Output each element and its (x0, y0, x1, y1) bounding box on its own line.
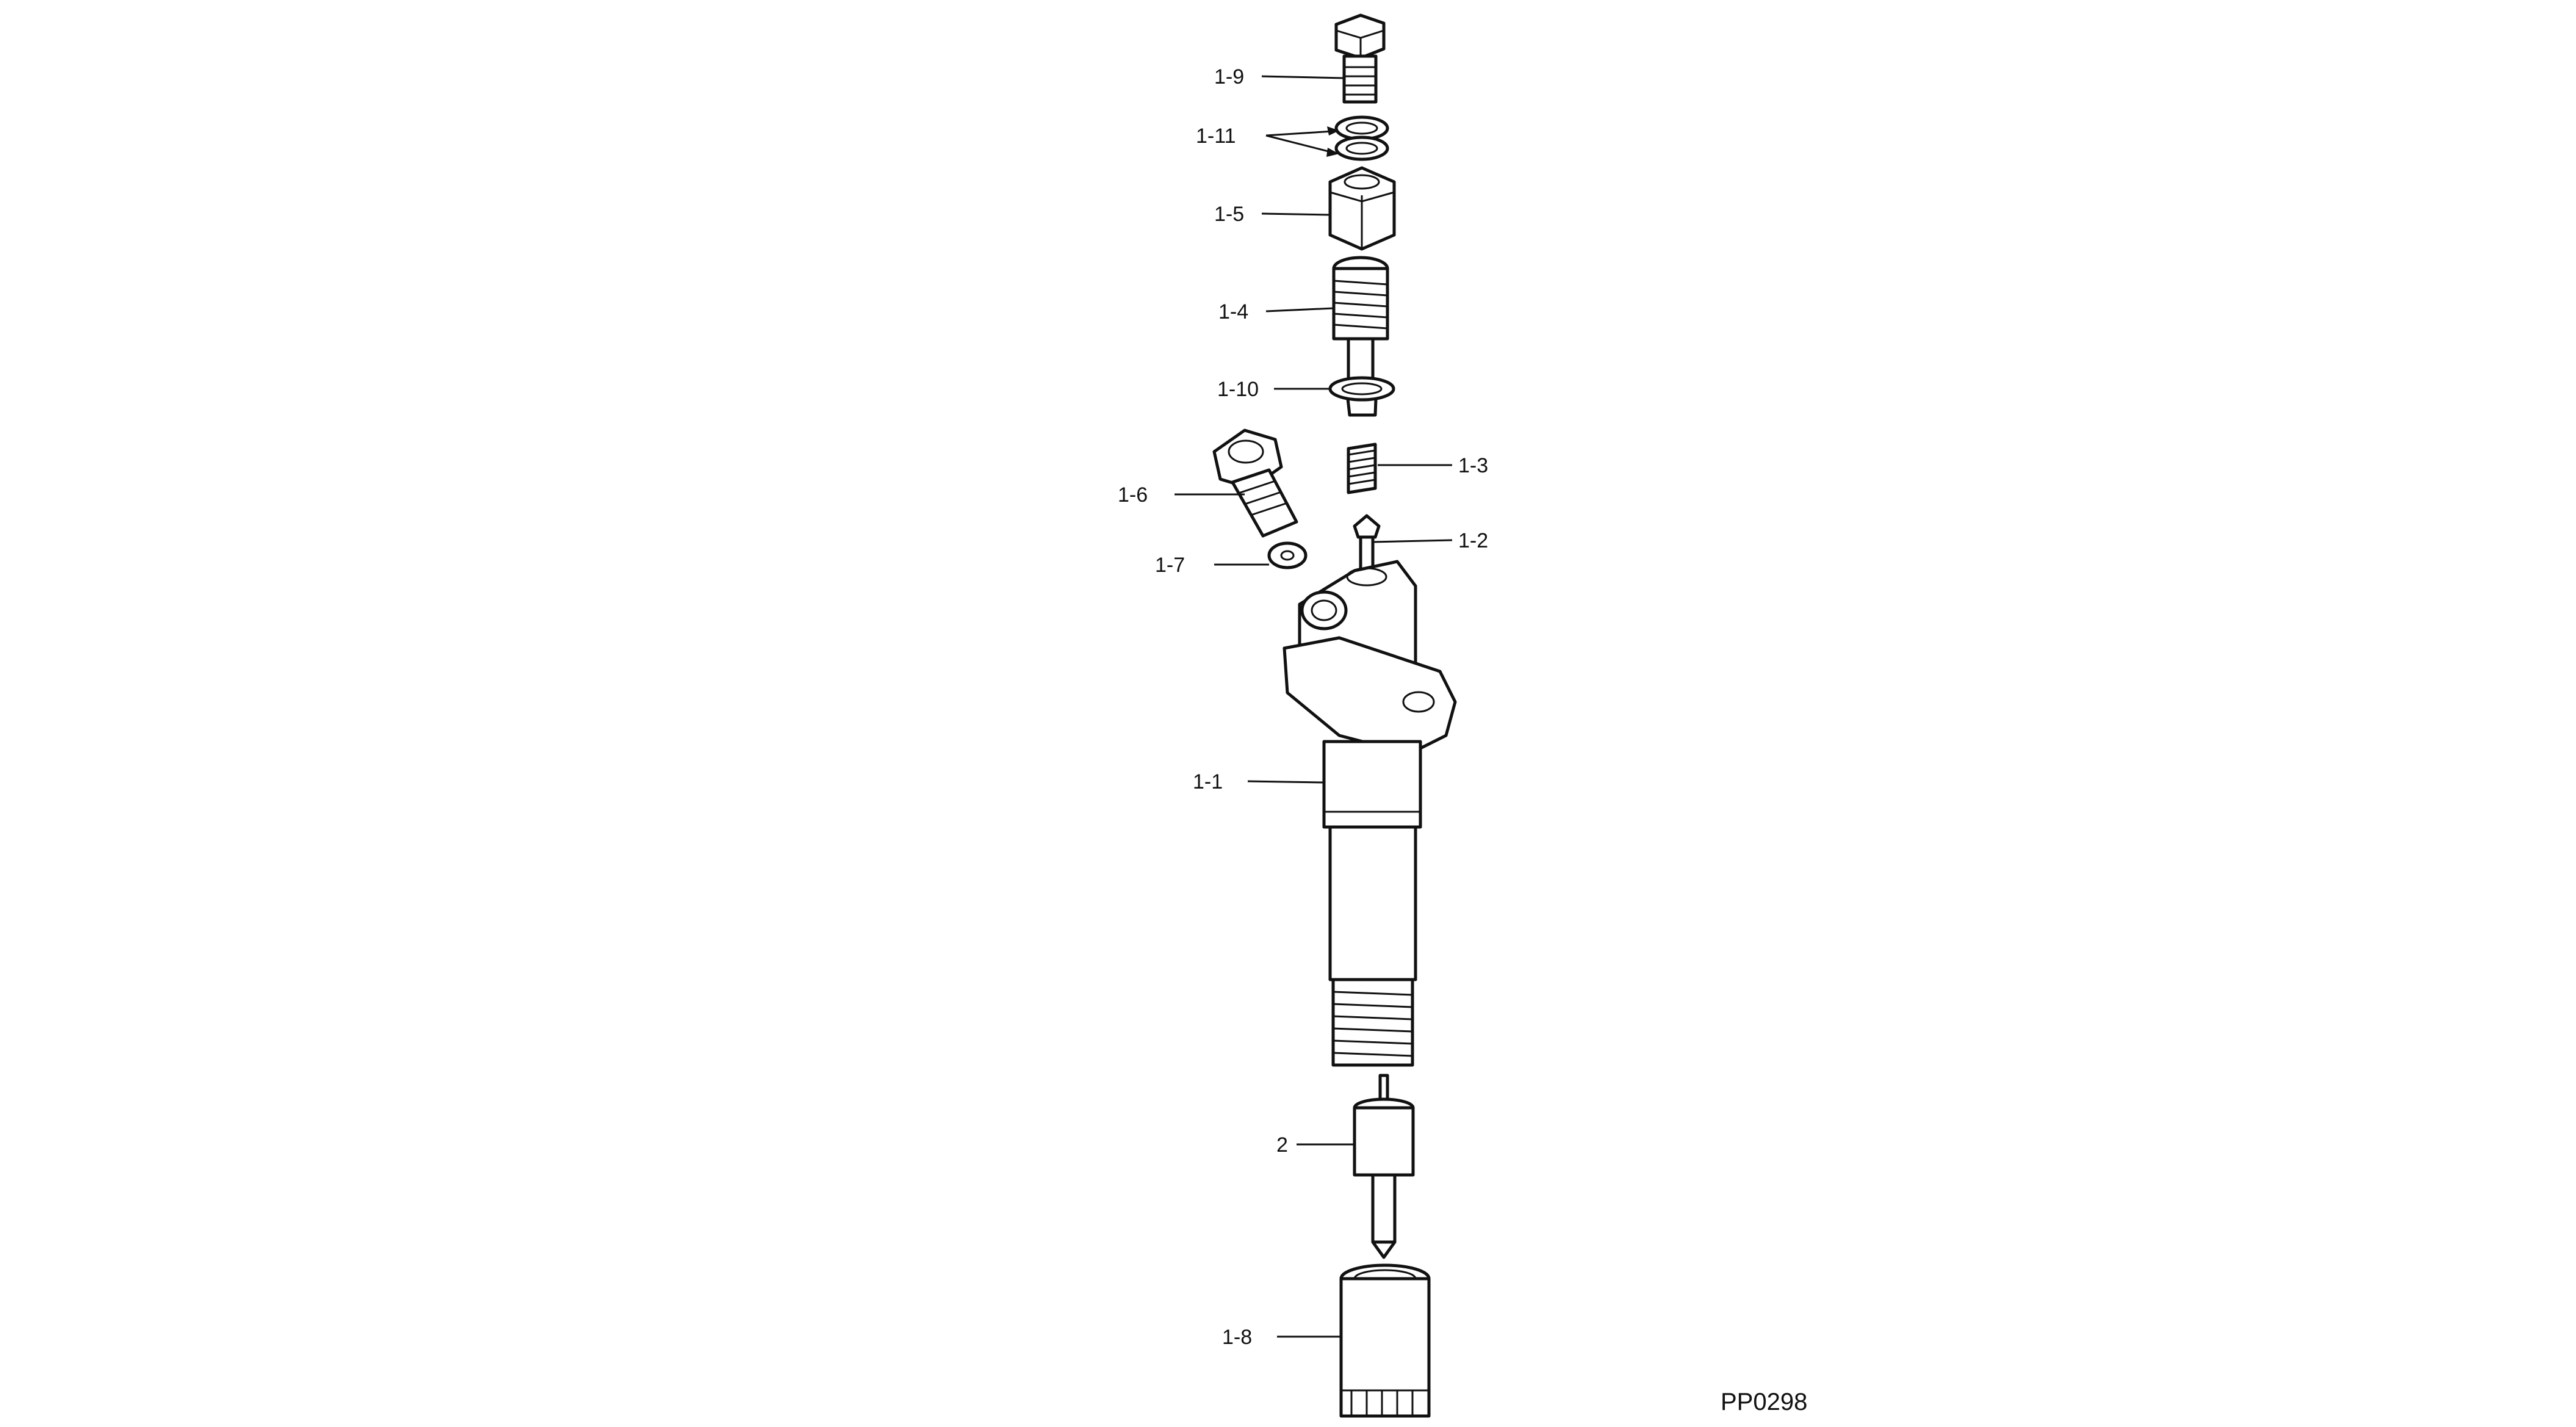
label-1-8: 1-8 (1222, 1326, 1252, 1349)
part-washers (1334, 115, 1389, 161)
label-2: 2 (1276, 1133, 1288, 1157)
label-1-5: 1-5 (1214, 203, 1244, 226)
label-1-4: 1-4 (1218, 300, 1248, 323)
figure-code: PP0298 (1721, 1389, 1807, 1415)
part-o-ring (1328, 376, 1395, 402)
part-small-washer (1267, 541, 1308, 569)
part-retaining-nut (1339, 1263, 1431, 1418)
part-hex-nut (1328, 166, 1396, 251)
leader-lines (1175, 75, 1453, 1338)
label-1-6: 1-6 (1118, 483, 1148, 507)
label-1-3: 1-3 (1458, 454, 1488, 477)
label-1-1: 1-1 (1193, 770, 1223, 793)
part-cap-bolt (1334, 13, 1386, 104)
label-1-10: 1-10 (1217, 378, 1259, 401)
part-injector-body (1283, 560, 1457, 1067)
label-1-2: 1-2 (1458, 529, 1488, 552)
part-nozzle (1353, 1074, 1415, 1259)
label-1-9: 1-9 (1214, 65, 1244, 89)
label-1-7: 1-7 (1155, 554, 1185, 577)
part-spring (1347, 443, 1377, 494)
part-inlet-connector (1212, 428, 1298, 538)
label-1-11: 1-11 (1196, 125, 1236, 148)
